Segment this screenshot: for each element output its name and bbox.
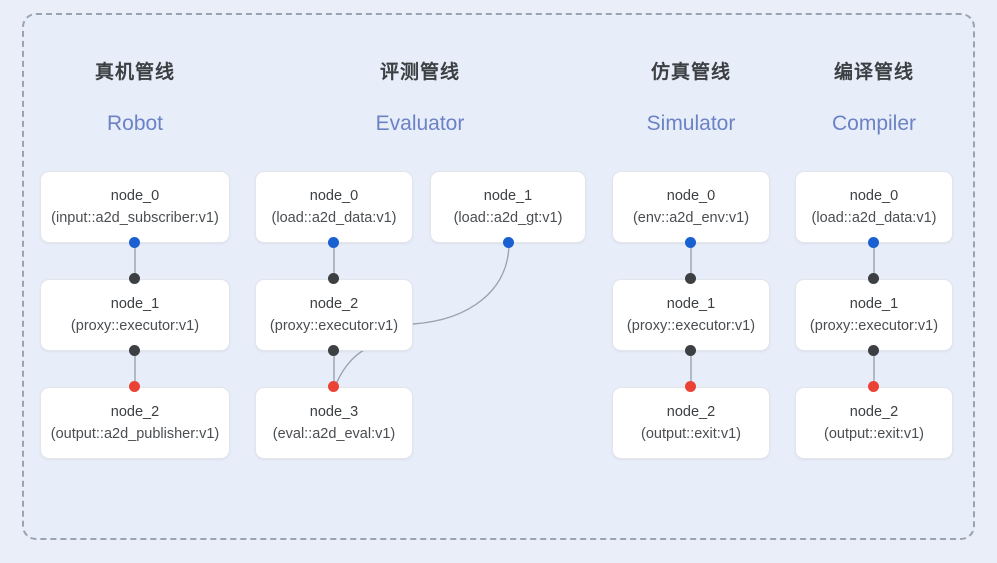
node-card-compiler-1[interactable]: node_1 (proxy::executor:v1) — [795, 279, 953, 351]
node-name: node_0 — [666, 188, 716, 204]
node-name: node_0 — [309, 188, 359, 204]
port-output-evaluator-0[interactable] — [328, 237, 339, 248]
port-input-evaluator-2[interactable] — [328, 273, 339, 284]
port-output-evaluator-2[interactable] — [328, 345, 339, 356]
column-title-cn-compiler: 编译管线 — [833, 62, 914, 83]
node-spec: (eval::a2d_eval:v1) — [272, 426, 396, 442]
node-spec: (env::a2d_env:v1) — [632, 210, 750, 226]
column-header-robot: 真机管线 Robot — [40, 60, 230, 138]
node-card-simulator-0[interactable]: node_0 (env::a2d_env:v1) — [612, 171, 770, 243]
node-name: node_2 — [849, 404, 899, 420]
node-spec: (load::a2d_gt:v1) — [453, 210, 563, 226]
node-card-simulator-1[interactable]: node_1 (proxy::executor:v1) — [612, 279, 770, 351]
node-spec: (proxy::executor:v1) — [269, 318, 399, 334]
node-card-robot-1[interactable]: node_1 (proxy::executor:v1) — [40, 279, 230, 351]
node-card-robot-0[interactable]: node_0 (input::a2d_subscriber:v1) — [40, 171, 230, 243]
column-header-evaluator: 评测管线 Evaluator — [340, 60, 500, 138]
port-output-simulator-1[interactable] — [685, 345, 696, 356]
port-input-simulator-2[interactable] — [685, 381, 696, 392]
port-output-simulator-0[interactable] — [685, 237, 696, 248]
port-output-compiler-0[interactable] — [868, 237, 879, 248]
port-input-evaluator-3[interactable] — [328, 381, 339, 392]
node-card-robot-2[interactable]: node_2 (output::a2d_publisher:v1) — [40, 387, 230, 459]
port-input-compiler-2[interactable] — [868, 381, 879, 392]
node-card-evaluator-1-gt[interactable]: node_1 (load::a2d_gt:v1) — [430, 171, 586, 243]
column-title-cn-robot: 真机管线 — [94, 62, 175, 83]
node-spec: (proxy::executor:v1) — [809, 318, 939, 334]
node-spec: (output::exit:v1) — [641, 426, 741, 442]
column-title-cn-evaluator: 评测管线 — [379, 62, 460, 83]
node-name: node_0 — [849, 188, 899, 204]
node-name: node_1 — [666, 296, 716, 312]
port-output-evaluator-1-gt[interactable] — [503, 237, 514, 248]
node-name: node_1 — [110, 296, 160, 312]
column-title-cn-simulator: 仿真管线 — [650, 62, 731, 83]
port-output-robot-1[interactable] — [129, 345, 140, 356]
node-name: node_2 — [666, 404, 716, 420]
node-spec: (proxy::executor:v1) — [70, 318, 200, 334]
port-output-compiler-1[interactable] — [868, 345, 879, 356]
node-card-compiler-0[interactable]: node_0 (load::a2d_data:v1) — [795, 171, 953, 243]
column-header-compiler: 编译管线 Compiler — [795, 60, 953, 138]
node-name: node_1 — [483, 188, 533, 204]
column-header-simulator: 仿真管线 Simulator — [612, 60, 770, 138]
port-input-simulator-1[interactable] — [685, 273, 696, 284]
node-spec: (output::a2d_publisher:v1) — [50, 426, 220, 442]
node-card-compiler-2[interactable]: node_2 (output::exit:v1) — [795, 387, 953, 459]
node-spec: (output::exit:v1) — [824, 426, 924, 442]
node-name: node_1 — [849, 296, 899, 312]
port-input-robot-1[interactable] — [129, 273, 140, 284]
port-input-robot-2[interactable] — [129, 381, 140, 392]
node-card-evaluator-2[interactable]: node_2 (proxy::executor:v1) — [255, 279, 413, 351]
node-card-simulator-2[interactable]: node_2 (output::exit:v1) — [612, 387, 770, 459]
column-title-en-compiler: Compiler — [831, 112, 917, 135]
node-spec: (input::a2d_subscriber:v1) — [51, 210, 219, 226]
port-output-robot-0[interactable] — [129, 237, 140, 248]
node-spec: (load::a2d_data:v1) — [271, 210, 397, 226]
column-title-en-robot: Robot — [106, 112, 164, 135]
node-card-evaluator-0[interactable]: node_0 (load::a2d_data:v1) — [255, 171, 413, 243]
column-title-en-evaluator: Evaluator — [375, 112, 465, 135]
column-title-en-simulator: Simulator — [646, 112, 736, 135]
port-input-compiler-1[interactable] — [868, 273, 879, 284]
node-spec: (load::a2d_data:v1) — [811, 210, 937, 226]
node-card-evaluator-3[interactable]: node_3 (eval::a2d_eval:v1) — [255, 387, 413, 459]
node-name: node_2 — [110, 404, 160, 420]
node-name: node_3 — [309, 404, 359, 420]
node-name: node_2 — [309, 296, 359, 312]
node-spec: (proxy::executor:v1) — [626, 318, 756, 334]
node-name: node_0 — [110, 188, 160, 204]
